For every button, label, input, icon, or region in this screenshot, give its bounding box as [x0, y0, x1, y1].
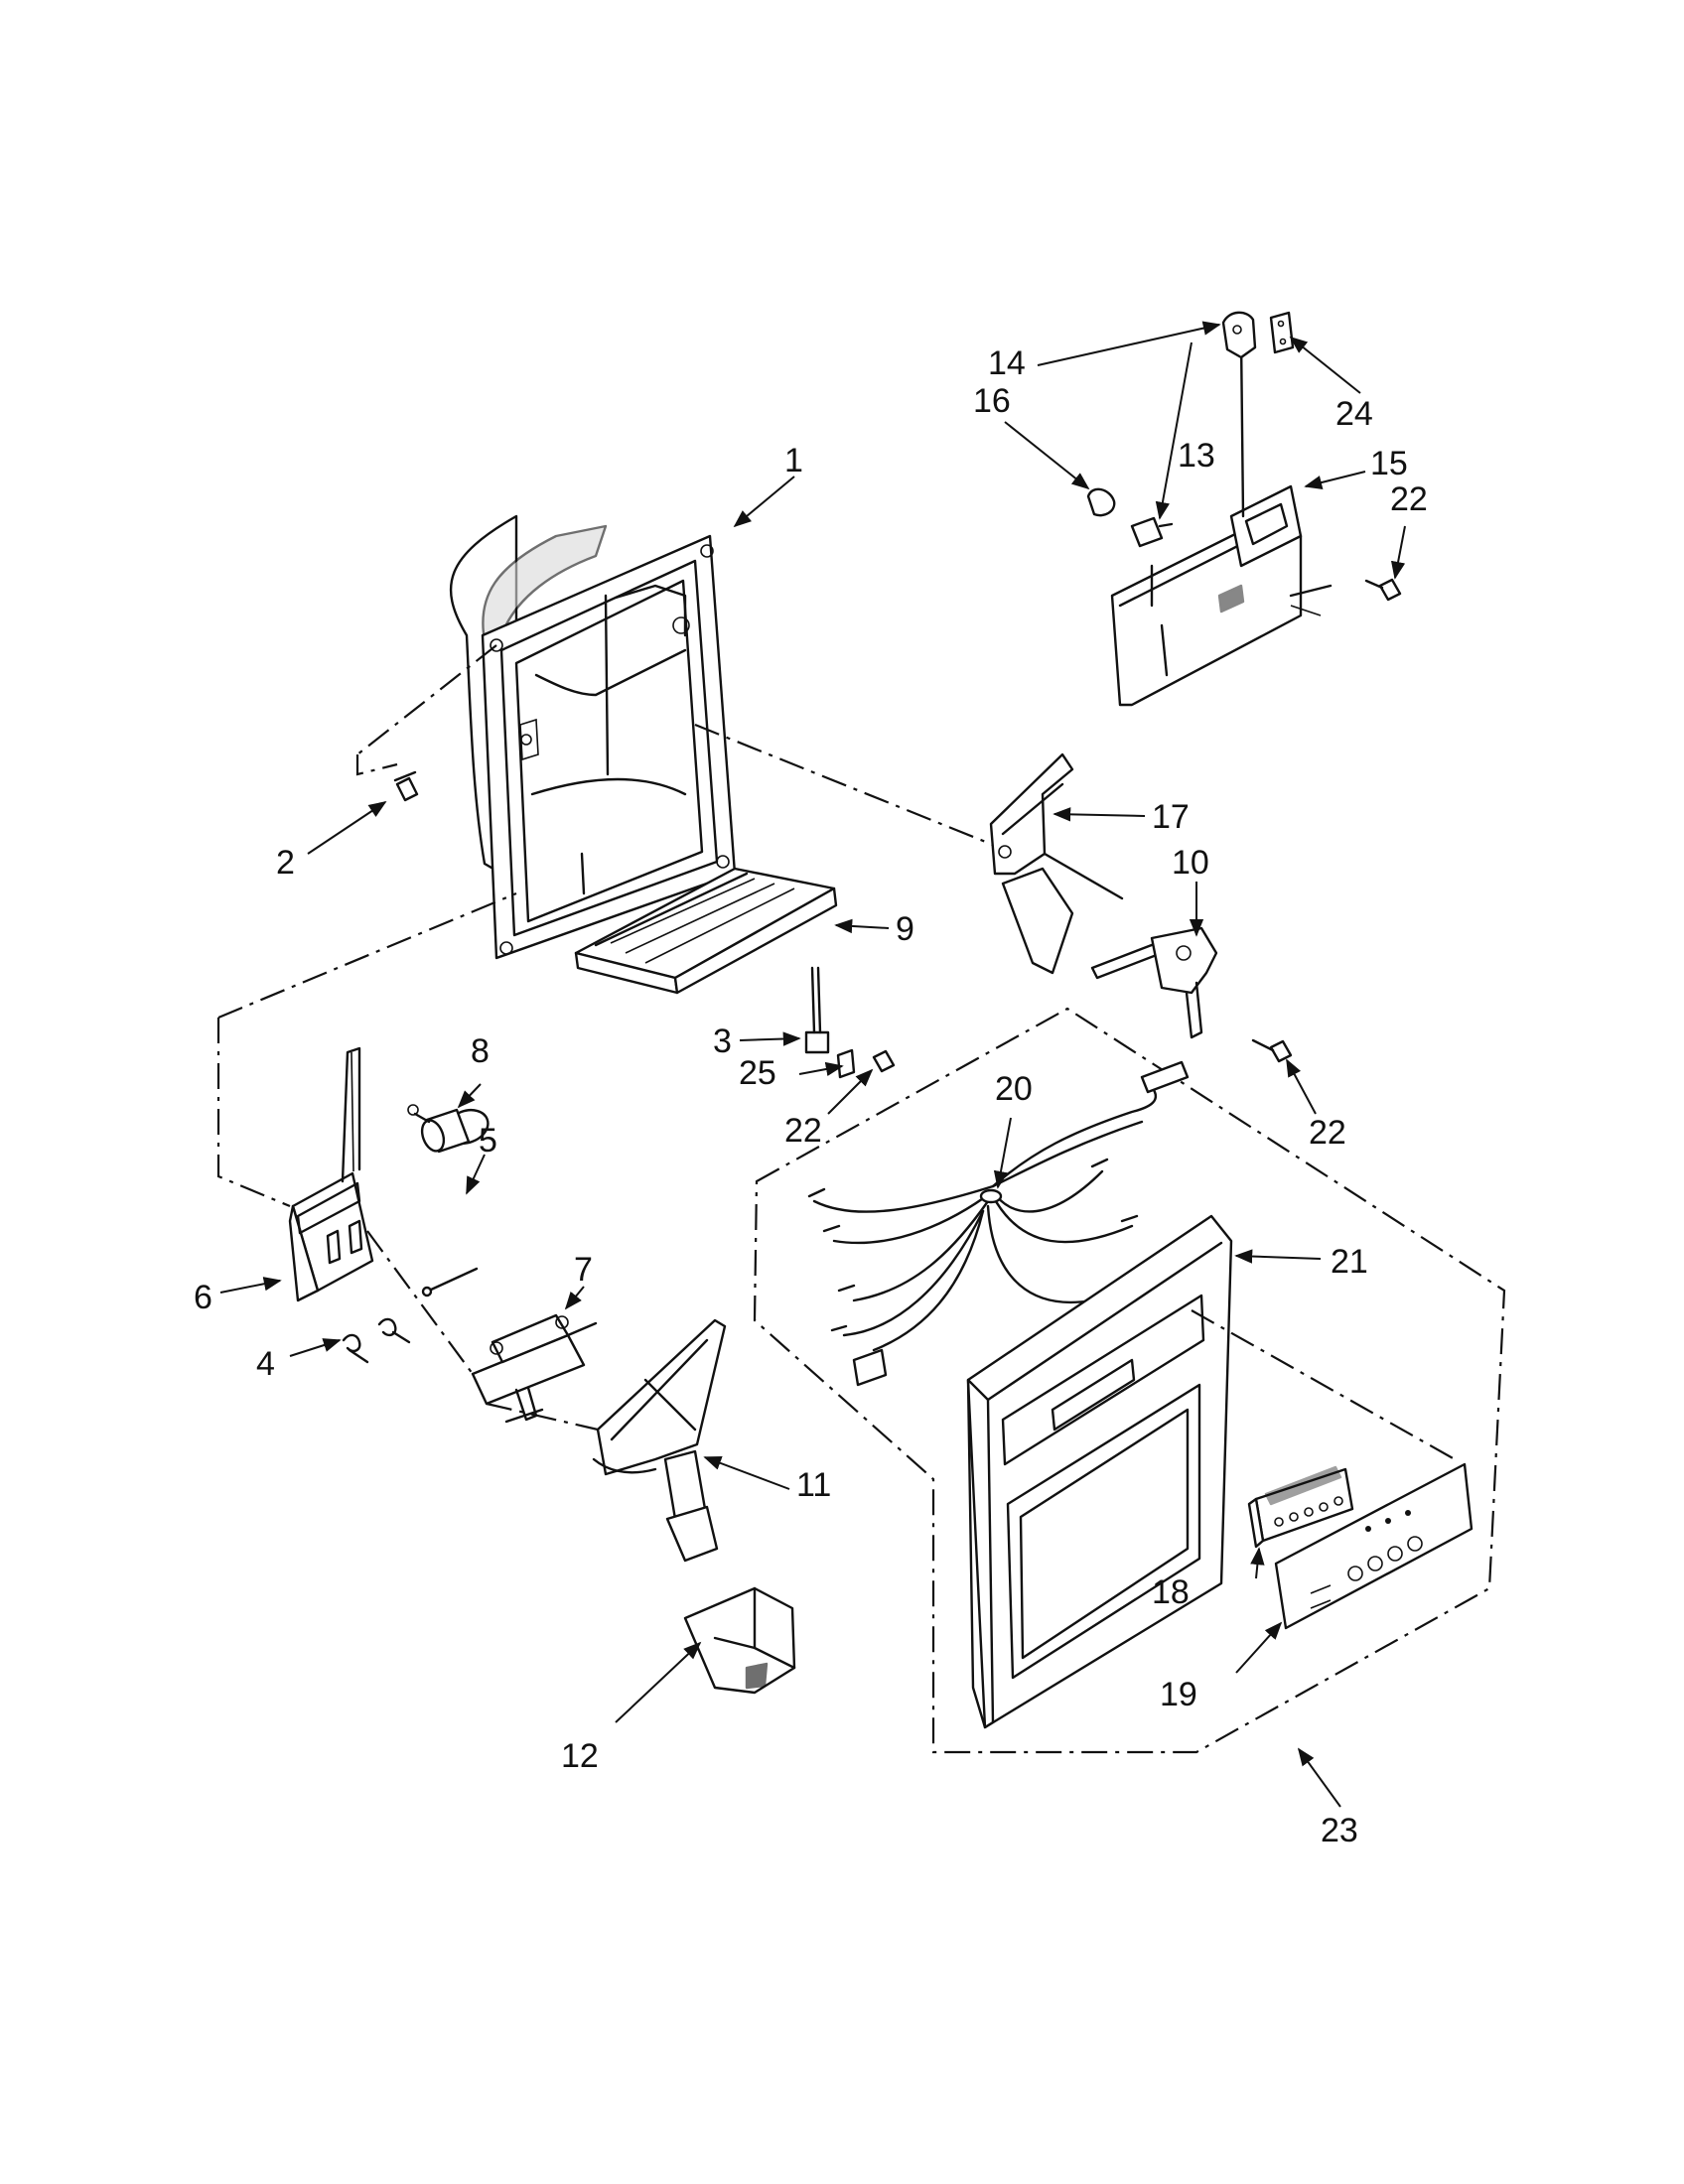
assembly-guides-left [216, 644, 1004, 1432]
part-screw-2 [393, 770, 419, 802]
part-housing-frame [449, 514, 737, 960]
callout-15: 15 [1370, 445, 1408, 482]
callout-25: 25 [739, 1054, 776, 1092]
part-control-board-18 [1247, 1465, 1354, 1549]
callout-3: 3 [713, 1023, 732, 1060]
part-drip-tray [574, 867, 838, 995]
part-spring-and-clip [804, 966, 856, 1079]
part-chute-12 [683, 1586, 796, 1695]
callout-14: 14 [988, 344, 1026, 382]
part-switch-14 [1221, 311, 1257, 359]
callout-8: 8 [471, 1032, 490, 1070]
callout-20: 20 [995, 1070, 1033, 1108]
callout-24: 24 [1335, 395, 1373, 433]
part-wire-harness-20 [807, 1060, 1190, 1387]
part-overlay-19 [1274, 1462, 1474, 1630]
callout-9: 9 [896, 910, 914, 948]
part-front-panel-21 [966, 1214, 1233, 1729]
part-shield-24 [1269, 311, 1295, 354]
part-bracket-6 [288, 1046, 374, 1302]
part-screw-22-left [872, 1049, 896, 1073]
part-solenoid-8 [407, 1104, 490, 1154]
callout-5: 5 [479, 1122, 497, 1160]
part-switch-housing-15 [1110, 336, 1333, 707]
part-socket-13 [1130, 516, 1174, 548]
part-water-paddle-17 [989, 752, 1124, 975]
part-screw-22-mid [1251, 1038, 1293, 1063]
callout-23: 23 [1321, 1812, 1358, 1849]
callout-2: 2 [276, 844, 295, 882]
callout-19: 19 [1160, 1676, 1197, 1713]
callout-11: 11 [796, 1466, 831, 1504]
callout-18: 18 [1152, 1573, 1190, 1611]
callout-labels: 1 2 3 4 5 6 7 8 9 10 11 12 13 14 15 16 1… [194, 344, 1428, 1849]
callout-12: 12 [561, 1737, 599, 1775]
callout-1: 1 [784, 442, 803, 479]
callout-22-left: 22 [784, 1112, 822, 1150]
callout-17: 17 [1152, 798, 1190, 836]
part-screw-22-top [1364, 578, 1402, 602]
callout-21: 21 [1331, 1243, 1368, 1281]
part-lever-10 [1090, 926, 1218, 1039]
callout-22-top: 22 [1390, 480, 1428, 518]
panel-guide [1191, 1309, 1456, 1460]
callout-6: 6 [194, 1279, 212, 1316]
part-assembly-23-outline [753, 1007, 1506, 1754]
callout-7: 7 [574, 1251, 593, 1289]
callout-13: 13 [1178, 437, 1215, 475]
part-bulb-16 [1086, 487, 1116, 517]
part-springs-4 [342, 1317, 411, 1364]
callout-22-mid: 22 [1309, 1114, 1346, 1152]
callout-16: 16 [973, 382, 1011, 420]
part-pin-5 [421, 1267, 479, 1297]
part-ice-paddle-11 [592, 1318, 727, 1563]
callout-10: 10 [1172, 844, 1209, 882]
callout-4: 4 [256, 1345, 275, 1383]
part-actuator-7 [471, 1313, 598, 1424]
leader-arrows [219, 321, 1406, 1808]
